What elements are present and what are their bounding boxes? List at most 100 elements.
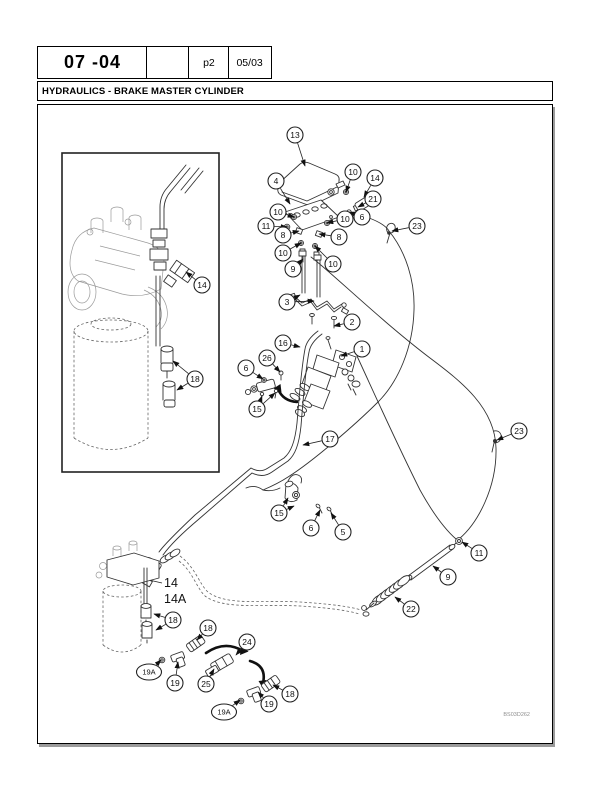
svg-text:15: 15 bbox=[252, 404, 262, 414]
elbow-fitting-a bbox=[170, 651, 186, 668]
svg-text:8: 8 bbox=[337, 232, 342, 242]
svg-text:21: 21 bbox=[368, 194, 378, 204]
svg-text:19A: 19A bbox=[217, 708, 230, 717]
callout-22: 22 bbox=[394, 596, 420, 618]
bottom-filter-assembly bbox=[95, 540, 181, 653]
callout-13: 13 bbox=[286, 126, 306, 167]
svg-text:14: 14 bbox=[197, 280, 207, 290]
callout-10: 10 bbox=[326, 210, 354, 228]
nipple-fitting-25 bbox=[205, 665, 219, 677]
callout-1: 1 bbox=[340, 340, 371, 358]
rotate-arrowhead bbox=[273, 384, 282, 393]
svg-text:10: 10 bbox=[273, 207, 283, 217]
nipple-fitting-b bbox=[261, 675, 281, 693]
callout-18: 18 bbox=[272, 684, 299, 703]
callout-17: 17 bbox=[302, 430, 339, 448]
svg-text:6: 6 bbox=[309, 523, 314, 533]
svg-text:11: 11 bbox=[475, 548, 484, 558]
svg-text:23: 23 bbox=[412, 221, 422, 231]
bottom-fittings-row bbox=[158, 635, 281, 705]
svg-text:10: 10 bbox=[328, 259, 338, 269]
callout-19a: 19A bbox=[210, 699, 241, 721]
callout-24: 24 bbox=[235, 633, 256, 656]
svg-text:3: 3 bbox=[285, 297, 290, 307]
inset-machinery-sketch bbox=[67, 206, 168, 330]
callout-19: 19 bbox=[257, 691, 278, 713]
figure-code: BS03D262 bbox=[503, 712, 530, 718]
hose-clip-right bbox=[491, 430, 502, 453]
inset-fitting-stack bbox=[149, 228, 196, 288]
svg-text:14: 14 bbox=[370, 173, 380, 183]
callout-10: 10 bbox=[274, 242, 302, 262]
svg-text:9: 9 bbox=[446, 572, 451, 582]
callout-18: 18 bbox=[172, 360, 204, 391]
svg-text:10: 10 bbox=[340, 214, 350, 224]
callout-6: 6 bbox=[237, 359, 264, 380]
callout-8: 8 bbox=[318, 228, 348, 246]
callout-6: 6 bbox=[348, 208, 371, 226]
part-label-14a: 14A bbox=[164, 592, 187, 606]
callout-14: 14 bbox=[185, 271, 211, 294]
callout-23: 23 bbox=[391, 217, 426, 235]
svg-text:6: 6 bbox=[244, 363, 249, 373]
svg-text:18: 18 bbox=[203, 623, 213, 633]
svg-text:22: 22 bbox=[406, 604, 416, 614]
flexible-hose-dashed bbox=[178, 555, 370, 617]
svg-text:19: 19 bbox=[170, 678, 180, 688]
svg-text:25: 25 bbox=[201, 679, 211, 689]
svg-text:11: 11 bbox=[262, 221, 271, 231]
part-label-14: 14 bbox=[164, 576, 178, 590]
callout-8: 8 bbox=[274, 226, 300, 244]
callout-10: 10 bbox=[344, 163, 362, 193]
callout-2: 2 bbox=[333, 313, 361, 331]
callout-21: 21 bbox=[357, 190, 382, 208]
svg-text:10: 10 bbox=[278, 248, 288, 258]
svg-text:8: 8 bbox=[281, 230, 286, 240]
tube-and-spring bbox=[365, 537, 463, 611]
t-fitting-cluster bbox=[244, 370, 284, 402]
svg-text:18: 18 bbox=[285, 689, 295, 699]
inset-pipe bbox=[159, 164, 204, 231]
spring-guard bbox=[369, 575, 411, 608]
svg-text:23: 23 bbox=[514, 426, 524, 436]
svg-text:6: 6 bbox=[360, 212, 365, 222]
callout-6: 6 bbox=[302, 509, 321, 537]
callout-5: 5 bbox=[330, 512, 352, 541]
callout-10: 10 bbox=[314, 245, 342, 273]
section-title: HYDRAULICS - BRAKE MASTER CYLINDER bbox=[42, 85, 244, 97]
svg-text:5: 5 bbox=[341, 527, 346, 537]
nipple-fitting-a bbox=[186, 635, 206, 653]
callout-10: 10 bbox=[269, 203, 295, 221]
svg-text:16: 16 bbox=[278, 338, 288, 348]
svg-text:24: 24 bbox=[242, 637, 252, 647]
svg-text:17: 17 bbox=[325, 434, 335, 444]
svg-text:18: 18 bbox=[168, 615, 178, 625]
svg-text:2: 2 bbox=[350, 317, 355, 327]
svg-text:18: 18 bbox=[190, 374, 200, 384]
reservoir-part bbox=[277, 161, 346, 206]
callout-18: 18 bbox=[196, 619, 217, 641]
elbow-fitting-cluster bbox=[245, 474, 334, 517]
svg-text:9: 9 bbox=[291, 264, 296, 274]
header-section-code: 07 -04 bbox=[37, 46, 148, 79]
svg-text:1: 1 bbox=[360, 344, 365, 354]
callout-23: 23 bbox=[496, 422, 528, 441]
header-date: 05/03 bbox=[227, 46, 272, 79]
header-blank-cell bbox=[146, 46, 191, 79]
callout-15: 15 bbox=[248, 392, 276, 418]
svg-text:26: 26 bbox=[262, 353, 272, 363]
inset-filter-canister bbox=[73, 317, 149, 450]
svg-text:10: 10 bbox=[348, 167, 358, 177]
callout-9: 9 bbox=[284, 258, 304, 278]
callout-18: 18 bbox=[153, 611, 182, 631]
callout-9: 9 bbox=[432, 565, 457, 586]
callout-11: 11 bbox=[461, 541, 488, 562]
svg-text:19A: 19A bbox=[142, 668, 155, 677]
pins-part bbox=[309, 313, 338, 329]
brake-pipes bbox=[158, 330, 323, 556]
svg-text:4: 4 bbox=[274, 176, 279, 186]
svg-text:19: 19 bbox=[264, 699, 274, 709]
